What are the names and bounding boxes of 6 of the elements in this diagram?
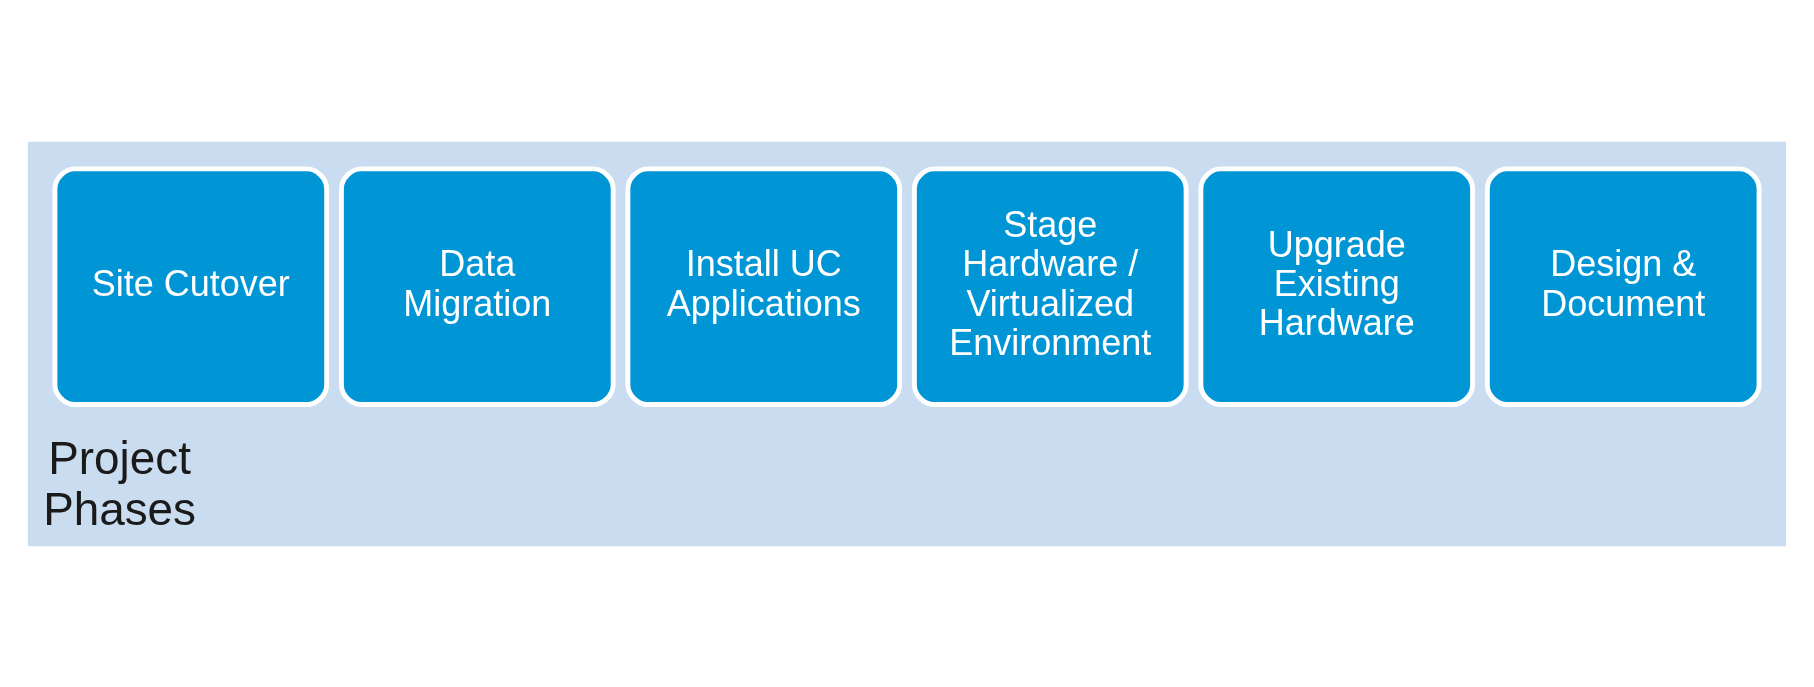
node-box: Install UC Applications [625, 165, 903, 407]
node-box: Site Cutover [52, 165, 330, 407]
node-box: Upgrade Existing Hardware [1198, 165, 1476, 407]
node-box: Data Migration [338, 165, 616, 407]
node-box: Stage Hardware / Virtualized Environment [911, 165, 1189, 407]
node-box: Design & Document [1484, 165, 1762, 407]
